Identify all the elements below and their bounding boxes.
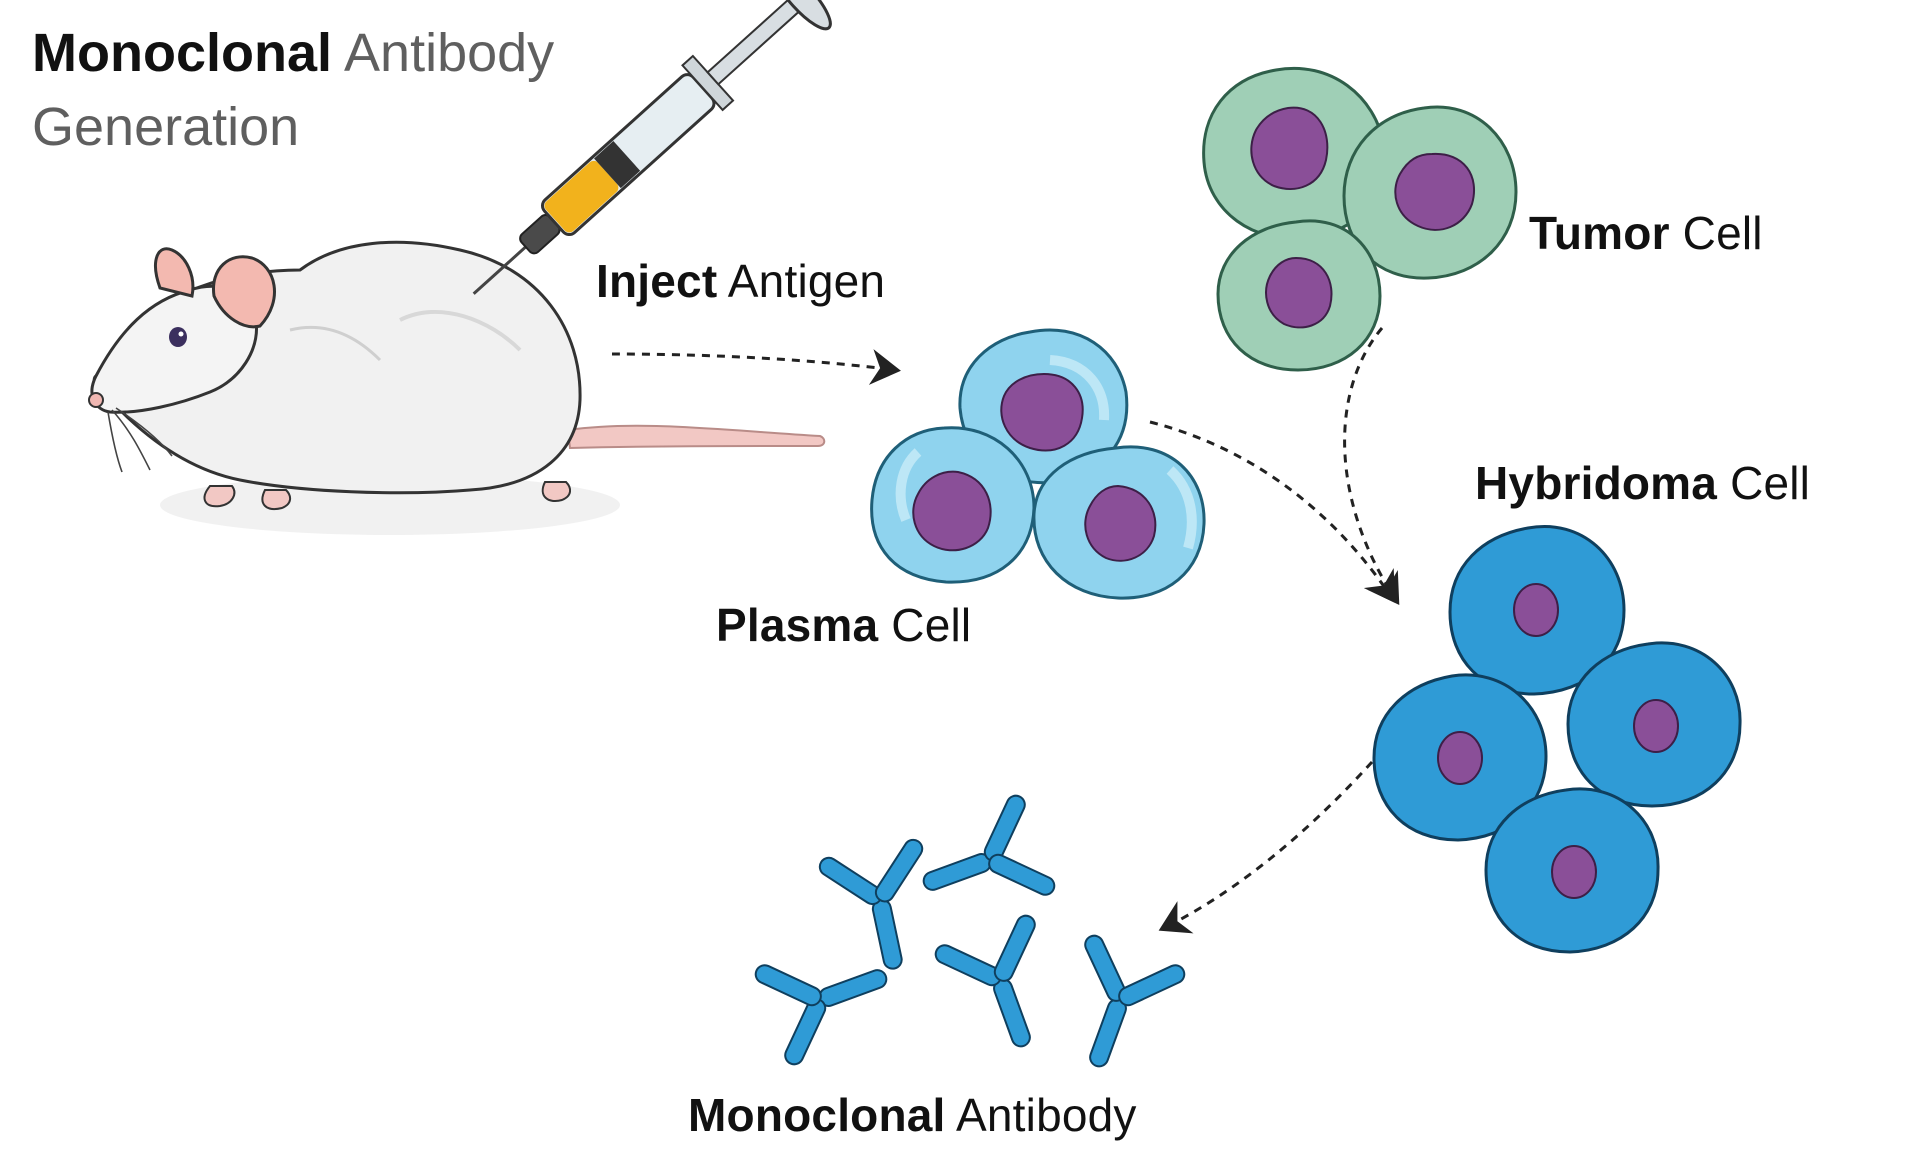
title-light-1: Antibody	[344, 23, 555, 83]
mouse-illustration	[88, 240, 826, 535]
arrow-mouse-to-plasma	[611, 349, 901, 385]
antibody-icon	[934, 914, 1036, 1048]
label-tumor-cell: Tumor Cell	[1529, 206, 1763, 260]
plasma-cell	[870, 426, 1036, 584]
label-plasma-regular: Cell	[891, 599, 972, 651]
hybridoma-cell-cluster	[1372, 525, 1742, 954]
label-hybridoma-bold: Hybridoma	[1475, 457, 1718, 509]
tumor-cell	[1202, 66, 1387, 241]
antibody-icon	[818, 838, 924, 970]
label-tumor-regular: Cell	[1682, 207, 1763, 259]
plasma-cell	[1032, 445, 1206, 600]
label-inject-regular: Antigen	[727, 255, 886, 307]
label-mab-bold: Monoclonal	[688, 1089, 946, 1141]
tumor-cell	[1216, 219, 1382, 372]
label-plasma-bold: Plasma	[716, 599, 879, 651]
title-bold: Monoclonal	[32, 23, 332, 83]
title-line-2: Generation	[32, 90, 554, 164]
syringe-illustration	[472, 0, 832, 295]
label-monoclonal-antibody: Monoclonal Antibody	[688, 1088, 1137, 1142]
title-line-1: Monoclonal Antibody	[32, 16, 554, 90]
hybridoma-cell	[1484, 787, 1660, 954]
label-inject-bold: Inject	[596, 255, 718, 307]
hybridoma-cell	[1566, 641, 1742, 808]
label-hybridoma-regular: Cell	[1730, 457, 1811, 509]
label-hybridoma-cell: Hybridoma Cell	[1475, 456, 1810, 510]
arrow-hybridoma-to-antibody	[1158, 760, 1374, 934]
tumor-cell-cluster	[1202, 66, 1518, 372]
label-inject-antigen: Inject Antigen	[596, 254, 885, 308]
label-tumor-bold: Tumor	[1529, 207, 1670, 259]
antibody-icon	[1084, 934, 1186, 1068]
antibody-icon	[922, 794, 1056, 896]
arrow-tumor-to-hybridoma	[1343, 327, 1400, 606]
label-plasma-cell: Plasma Cell	[716, 598, 971, 652]
antibody-icon	[754, 964, 888, 1066]
hybridoma-cell	[1448, 525, 1626, 696]
tumor-cell	[1342, 105, 1518, 280]
title-light-2: Generation	[32, 97, 300, 157]
antibody-group	[754, 794, 1186, 1068]
flow-arrows	[611, 327, 1400, 934]
page-title: Monoclonal Antibody Generation	[32, 16, 554, 164]
plasma-cell-cluster	[870, 328, 1206, 600]
label-mab-regular: Antibody	[956, 1089, 1137, 1141]
hybridoma-cell	[1372, 673, 1548, 842]
